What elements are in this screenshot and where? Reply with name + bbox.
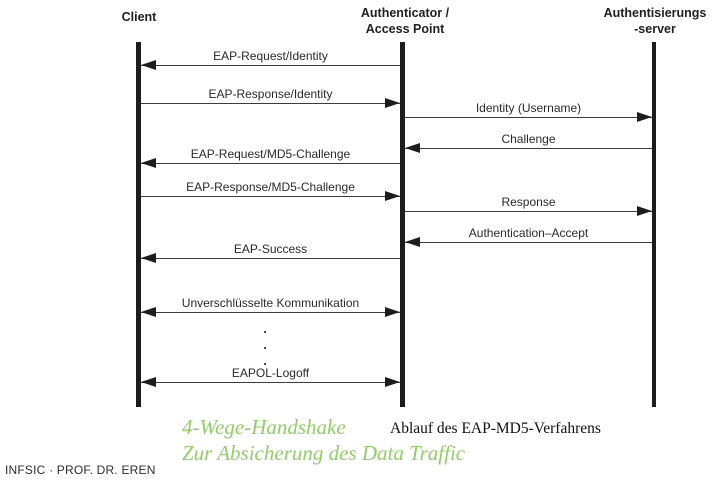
actor-label-client: Client (121, 10, 157, 24)
message-label: EAP-Success (233, 242, 308, 256)
message-label: Challenge (501, 132, 556, 146)
arrow-left-icon (141, 253, 400, 264)
actor-label-auth-server: Authentisierungs -server (603, 6, 707, 36)
actor-label-authenticator: Authenticator / Access Point (360, 6, 450, 36)
arrow-right-icon (141, 191, 400, 202)
message-eap-response-identity: EAP-Response/Identity (141, 87, 400, 109)
message-label: Identity (Username) (475, 101, 582, 115)
message-eap-success: EAP-Success (141, 242, 400, 264)
message-response: Response (405, 195, 652, 217)
arrow-right-icon (141, 98, 400, 109)
message-label: EAP-Response/Identity (208, 87, 333, 101)
message-label: EAP-Request/Identity (213, 49, 328, 63)
message-eap-request-identity: EAP-Request/Identity (141, 49, 400, 71)
arrow-both-icon (141, 307, 400, 318)
footer-credit: INFSIC · PROF. DR. EREN (5, 463, 156, 477)
vertical-ellipsis: . . . (263, 321, 267, 368)
message-identity-username: Identity (Username) (405, 101, 652, 123)
arrow-left-icon (141, 60, 400, 71)
arrow-both-icon (141, 377, 400, 388)
lifeline-client (136, 42, 141, 407)
message-unverschluesselte-kommunikation: Unverschlüsselte Kommunikation (141, 296, 400, 318)
message-eap-response-md5-challenge: EAP-Response/MD5-Challenge (141, 180, 400, 202)
message-label: Unverschlüsselte Kommunikation (181, 296, 360, 310)
message-label: Response (501, 195, 556, 209)
caption-4-wege-handshake: 4-Wege-Handshake (182, 415, 346, 439)
message-label: EAP-Response/MD5-Challenge (186, 180, 355, 194)
arrow-left-icon (405, 237, 652, 248)
message-eap-request-md5-challenge: EAP-Request/MD5-Challenge (141, 147, 400, 169)
message-label: EAPOL-Logoff (231, 366, 310, 380)
arrow-right-icon (405, 206, 652, 217)
message-challenge: Challenge (405, 132, 652, 154)
caption-diagram-title: Ablauf des EAP-MD5-Verfahrens (390, 420, 601, 437)
lifeline-authenticator (400, 42, 405, 407)
message-label: EAP-Request/MD5-Challenge (190, 147, 351, 161)
arrow-left-icon (141, 158, 400, 169)
caption-absicherung-data-traffic: Zur Absicherung des Data Traffic (182, 441, 466, 465)
lifeline-auth-server (652, 42, 656, 407)
arrow-left-icon (405, 143, 652, 154)
arrow-right-icon (405, 112, 652, 123)
message-eapol-logoff: EAPOL-Logoff (141, 366, 400, 388)
message-label: Authentication–Accept (468, 226, 589, 240)
message-authentication-accept: Authentication–Accept (405, 226, 652, 248)
